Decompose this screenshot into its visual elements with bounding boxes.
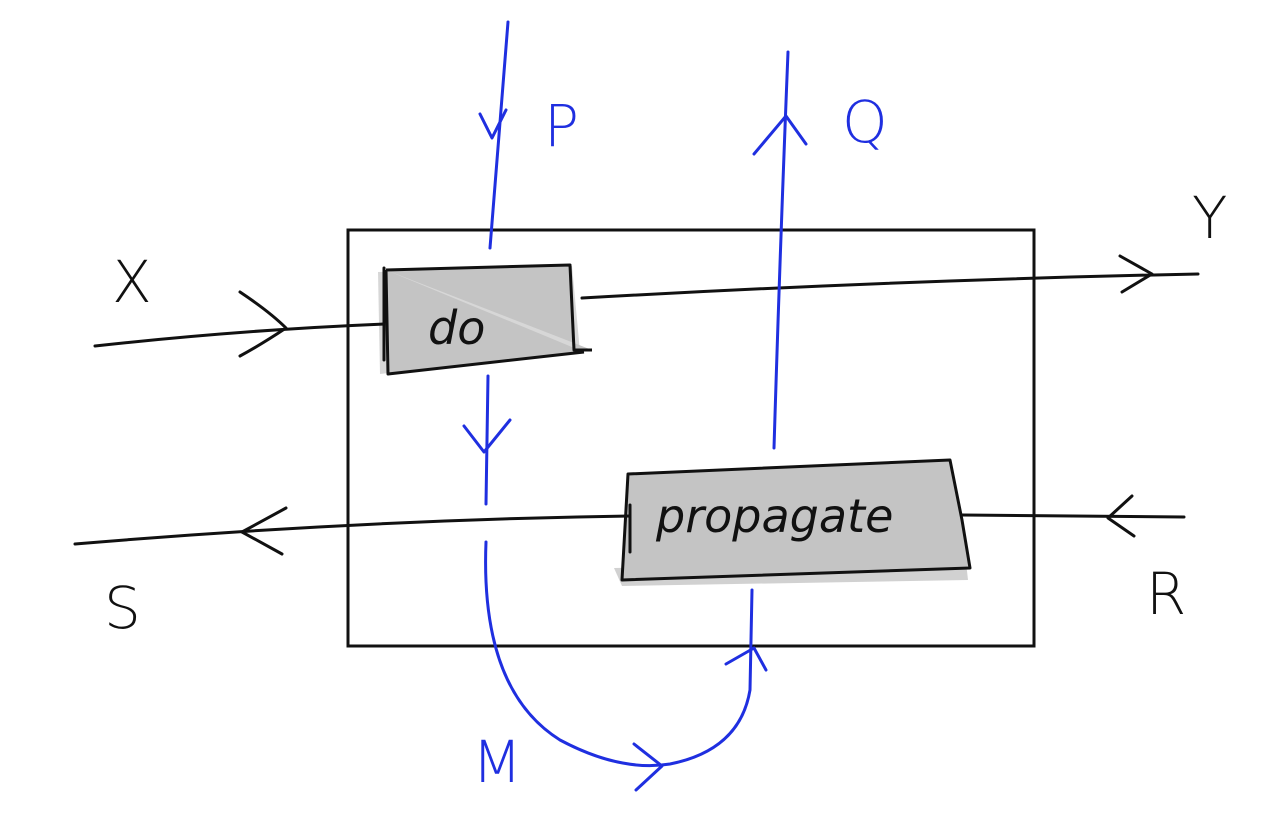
label-s: S (104, 574, 141, 642)
r-input-arrow (960, 494, 1186, 538)
module-frame (346, 228, 1036, 648)
do-box-label: do (428, 301, 485, 355)
do-box: do (378, 263, 592, 376)
y-output-arrow (580, 254, 1200, 300)
q-output-arrow (752, 50, 808, 450)
propagate-box: propagate (614, 458, 972, 586)
m-loop-arrow (484, 540, 768, 792)
x-input-arrow (93, 290, 386, 358)
label-r: R (1146, 560, 1186, 628)
p-internal-arrow (462, 374, 512, 506)
p-input-arrow (478, 20, 510, 250)
label-x: X (112, 248, 152, 316)
label-y: Y (1192, 184, 1227, 252)
label-m: M (472, 728, 522, 796)
s-output-arrow (73, 506, 632, 556)
label-q: Q (842, 88, 888, 156)
propagate-box-label: propagate (655, 489, 893, 543)
label-p: P (544, 92, 579, 160)
